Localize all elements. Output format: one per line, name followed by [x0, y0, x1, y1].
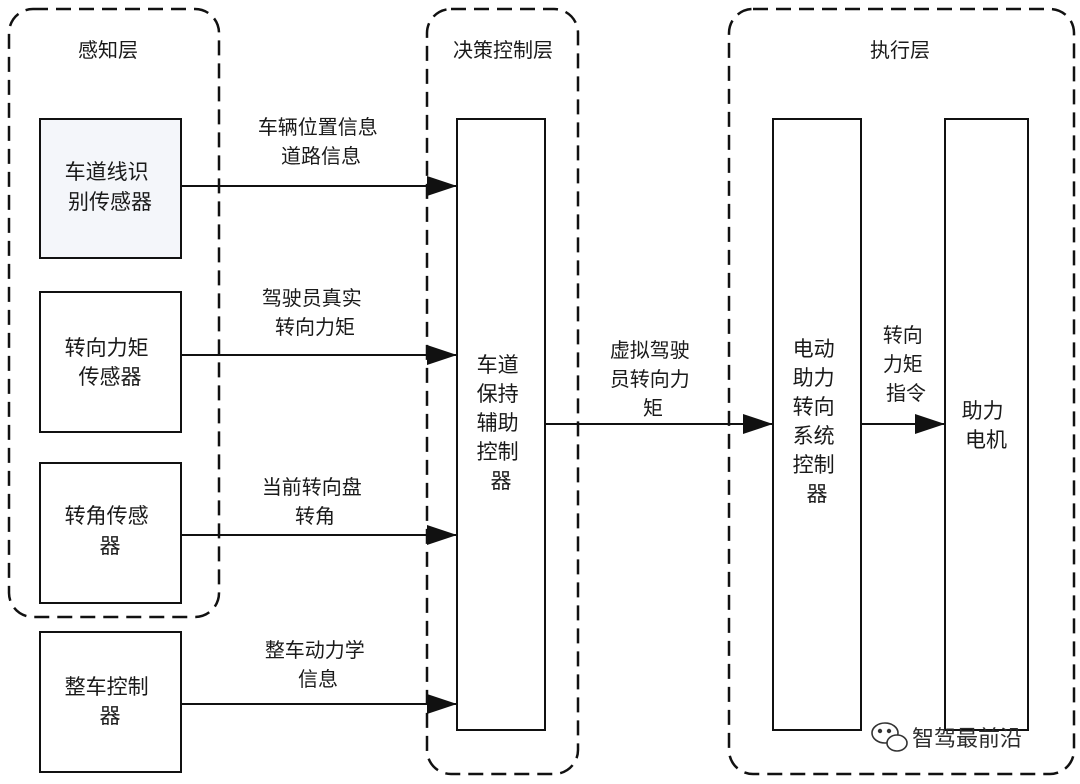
driver-torque-label: 驾驶员真实 转向力矩: [262, 286, 368, 339]
dynamics-info-label: 整车动力学 信息: [265, 638, 371, 691]
eps-controller-label: 电动 助力 转向 系统 控制 器: [793, 337, 842, 506]
assist-motor-label: 助力 电机: [962, 399, 1011, 452]
lka-controller-box: [456, 118, 546, 731]
torque-command-label: 转向 力矩 指令: [883, 323, 929, 405]
torque-sensor-box: [39, 291, 182, 433]
angle-sensor-box: [39, 462, 182, 604]
watermark: 智驾最前沿: [871, 722, 1022, 752]
torque-sensor-label: 转向力矩 传感器: [65, 336, 156, 389]
perception-group-title: 感知层: [78, 38, 138, 62]
decision-group-title: 决策控制层: [453, 38, 553, 62]
perception-group: [7, 7, 221, 619]
position-info-label: 车辆位置信息 道路信息: [258, 115, 384, 168]
watermark-text: 智驾最前沿: [912, 727, 1022, 752]
virtual-torque-label: 虚拟驾驶 员转向力 矩: [610, 338, 696, 420]
vehicle-controller-box: [39, 631, 182, 773]
assist-motor-box: [944, 118, 1029, 731]
wheel-angle-label: 当前转向盘 转角: [262, 475, 368, 528]
eps-controller-box: [772, 118, 862, 731]
lka-controller-label: 车道 保持 辅助 控制 器: [477, 353, 526, 493]
execution-group: [727, 7, 1076, 776]
angle-sensor-label: 转角传感 器: [65, 504, 156, 558]
execution-group-title: 执行层: [870, 38, 930, 62]
lane-sensor-box: [39, 118, 182, 259]
lane-sensor-label: 车道线识 别传感器: [65, 160, 156, 214]
wechat-icon: [871, 722, 908, 752]
vehicle-controller-label: 整车控制 器: [65, 675, 156, 728]
decision-group: [425, 7, 580, 776]
